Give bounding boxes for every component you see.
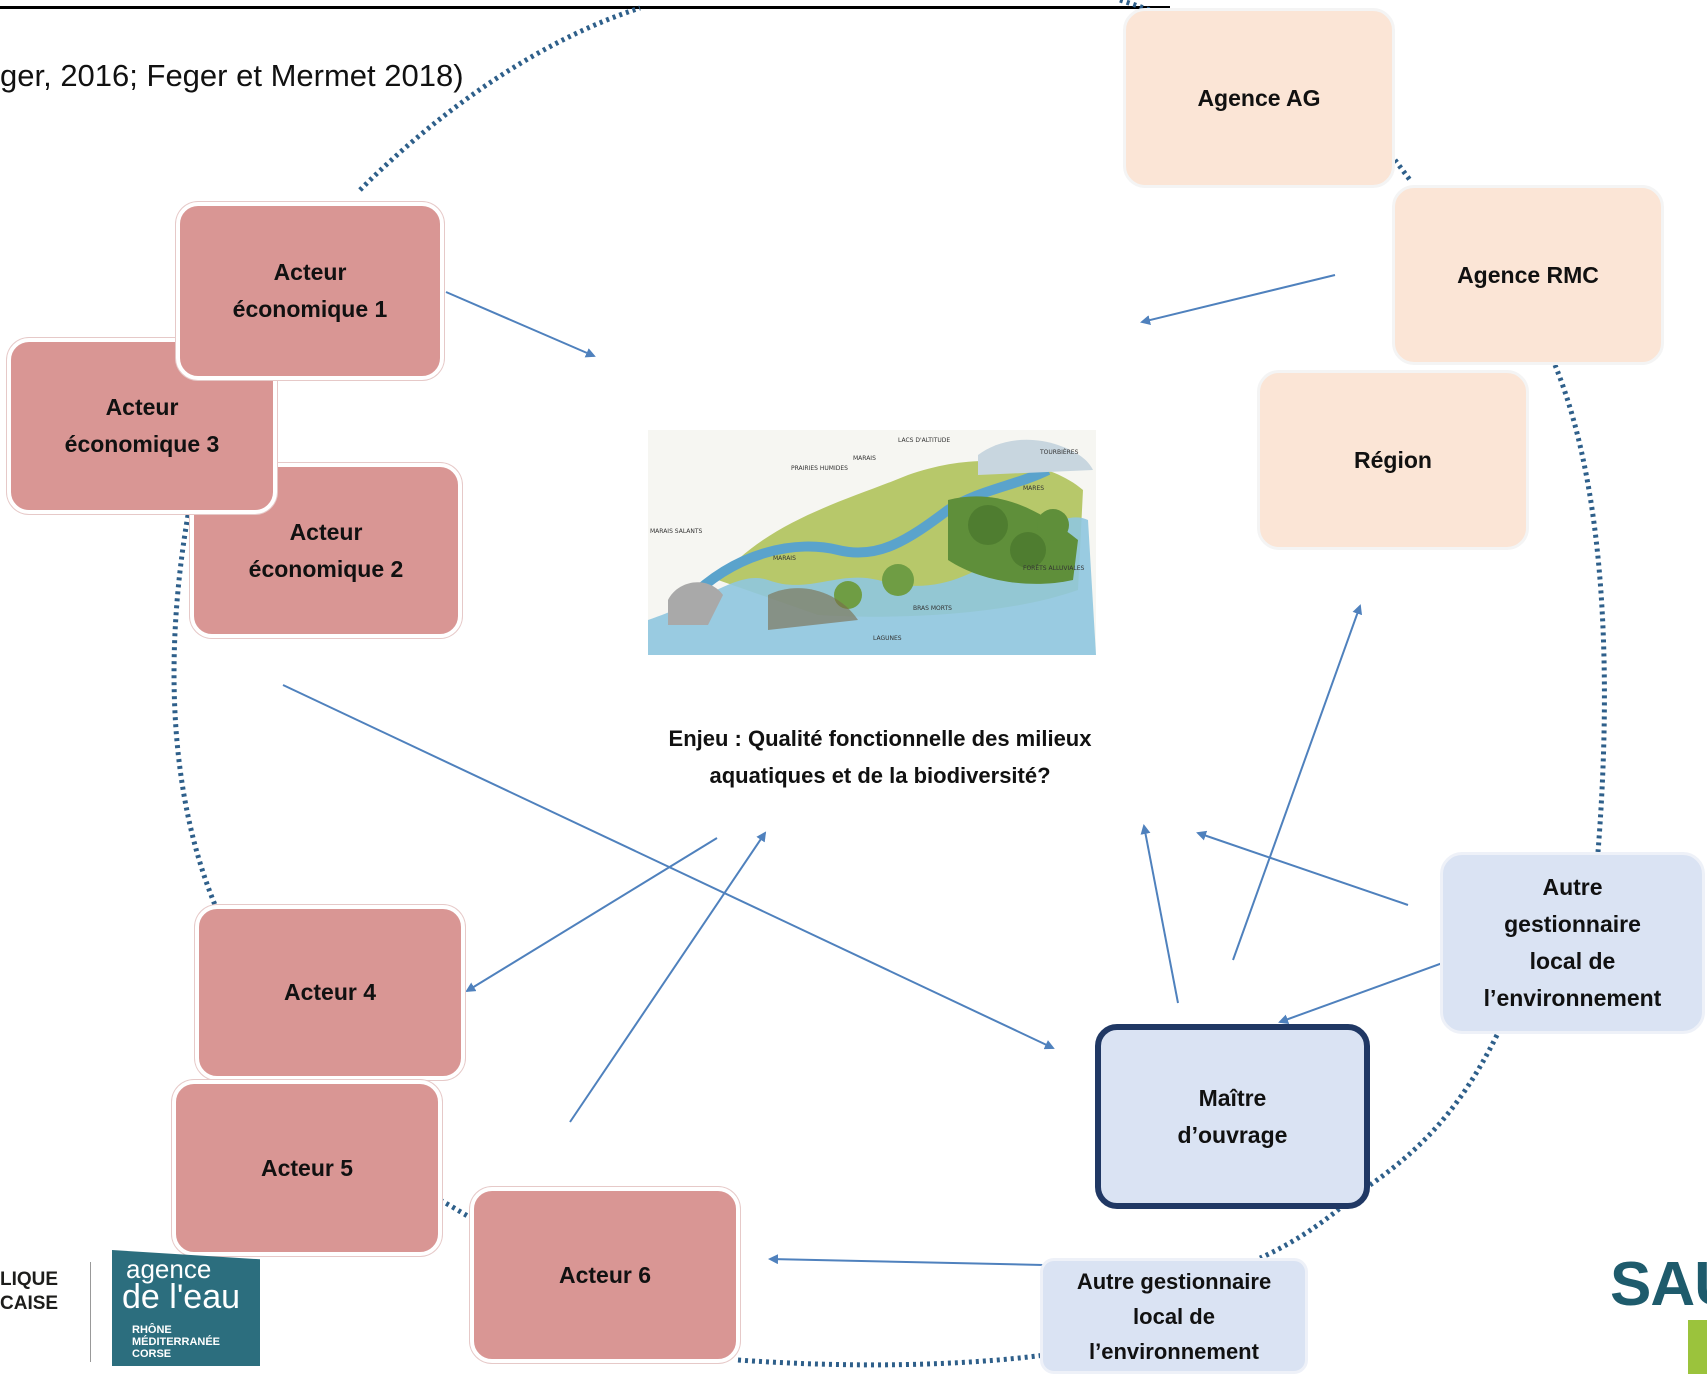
- dotted-ring-bottom: [737, 1352, 1046, 1368]
- arrow-bottom-to-enjeu: [569, 831, 767, 1123]
- illustration-label: MARAIS: [853, 455, 876, 462]
- agence-eau-logo: agence de l'eau RHÔNE MÉDITERRANÉE CORSE: [112, 1250, 260, 1366]
- illustration-label: MARAIS SALANTS: [650, 528, 703, 535]
- arrow-enjeu-to-actor4: [465, 837, 718, 993]
- arrow-autre-bottom-to-actor6: [768, 1254, 1044, 1266]
- node-agence-rmc: Agence RMC: [1392, 185, 1664, 365]
- illustration-label: BRAS MORTS: [913, 605, 952, 612]
- node-acteur-economique-1: Acteur économique 1: [176, 202, 444, 380]
- illustration-label: LAGUNES: [873, 635, 902, 642]
- republique-francaise-logo-text: LIQUE CAISE: [0, 1269, 59, 1314]
- wetlands-illustration: MARAIS LACS D'ALTITUDE TOURBIÈRES PRAIRI…: [648, 430, 1096, 655]
- node-autre-gestionnaire-droite: Autre gestionnaire local de l’environnem…: [1440, 852, 1705, 1034]
- header-rule: [0, 6, 1170, 9]
- citation-text: ger, 2016; Feger et Mermet 2018): [0, 58, 464, 93]
- node-acteur-4: Acteur 4: [195, 905, 465, 1080]
- dotted-ring-top-left: [358, 5, 641, 192]
- illustration-label: MARAIS: [773, 555, 796, 562]
- node-region: Région: [1257, 370, 1529, 550]
- sauvegarde-logo-word: SAUV: [1610, 1250, 1707, 1319]
- agence-logo-line1: agence: [126, 1254, 212, 1284]
- illustration-label: FORÊTS ALLUVIALES: [1023, 564, 1085, 572]
- arrow-actor1-to-enjeu: [445, 291, 596, 358]
- arrow-actor2-to-maitre: [282, 684, 1055, 1050]
- enjeu-caption: Enjeu : Qualité fonctionnelle des milieu…: [668, 726, 1092, 788]
- illustration-label: PRAIRIES HUMIDES: [791, 465, 848, 472]
- node-autre-gestionnaire-bas: Autre gestionnaire local de l’environnem…: [1040, 1258, 1308, 1374]
- dotted-ring-right-upper: [1393, 158, 1412, 182]
- sauvegarde-logo-letter: [1688, 1320, 1707, 1374]
- illustration-label: LACS D'ALTITUDE: [898, 437, 950, 444]
- dotted-ring-bottom-right: [1368, 1033, 1500, 1188]
- arrow-rmc-to-enjeu: [1140, 274, 1336, 325]
- arrow-maitre-to-enjeu: [1140, 824, 1179, 1004]
- dotted-ring-left: [171, 514, 218, 906]
- arrow-maitre-to-region: [1232, 604, 1363, 961]
- node-acteur-5: Acteur 5: [172, 1080, 442, 1256]
- illustration-label: MARES: [1023, 485, 1044, 492]
- dotted-ring-right: [1552, 364, 1607, 853]
- node-acteur-6: Acteur 6: [470, 1187, 740, 1363]
- sauvegarde-logo: SAUV: [1610, 1250, 1707, 1374]
- agence-logo-line2: de l'eau: [122, 1278, 241, 1316]
- arrow-autre-right-to-enjeu: [1196, 830, 1409, 906]
- logo-separator: [90, 1262, 91, 1362]
- agence-logo-region: RHÔNE MÉDITERRANÉE CORSE: [132, 1324, 221, 1360]
- illustration-label: TOURBIÈRES: [1039, 448, 1079, 456]
- node-maitre-ouvrage: Maître d’ouvrage: [1095, 1024, 1370, 1209]
- dotted-ring-top-right: [1119, 0, 1151, 13]
- node-agence-ag: Agence AG: [1123, 8, 1395, 188]
